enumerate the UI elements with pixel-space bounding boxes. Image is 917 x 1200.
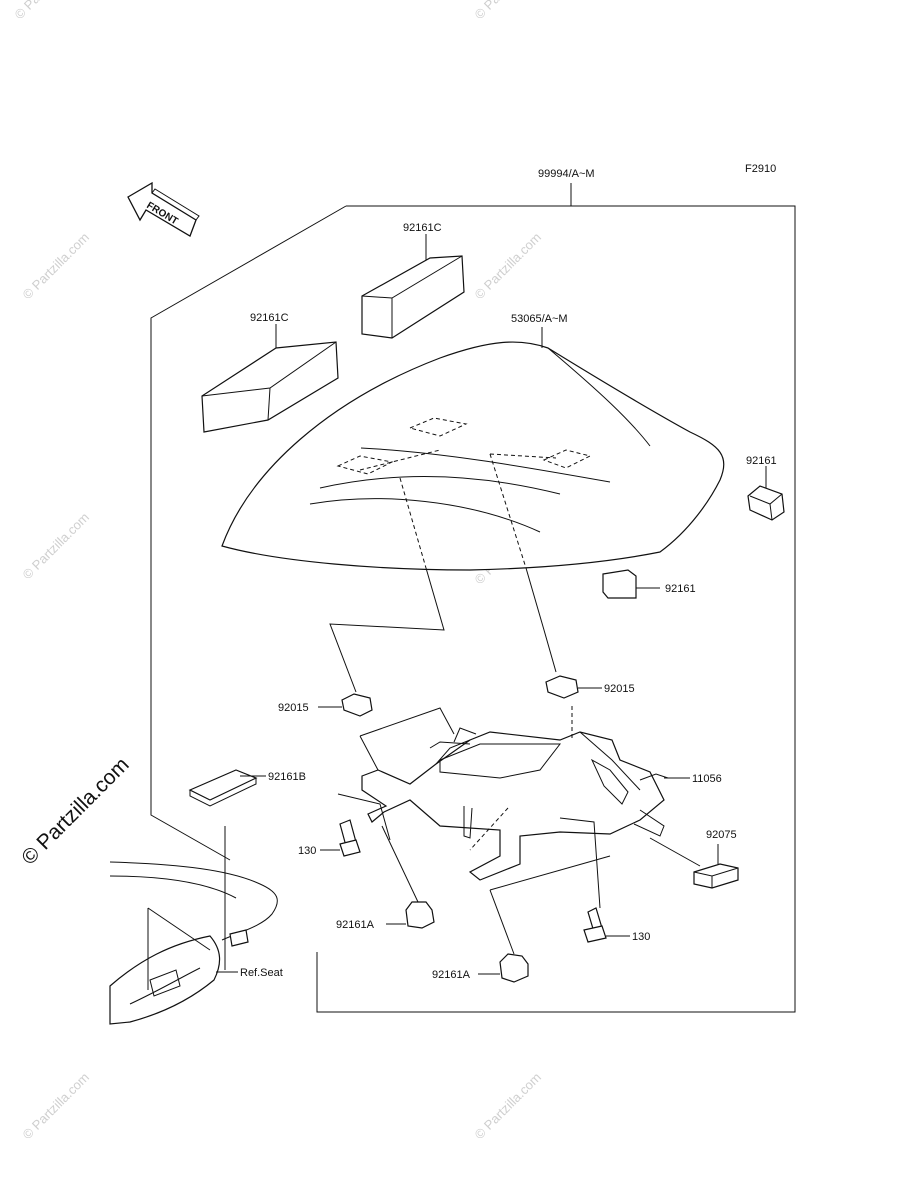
label-assembly: 99994/A~M: [538, 168, 595, 180]
pin-marks: [336, 417, 592, 475]
bolt-right: [559, 817, 630, 943]
label-bracket: 11056: [692, 773, 722, 785]
damper-a-left: [381, 825, 435, 929]
label-pad-small-right-mid: 92161: [665, 583, 696, 595]
label-pad-small-right-top: 92161: [746, 455, 777, 467]
pad-top: [361, 234, 465, 339]
seat-cover: [221, 327, 725, 571]
pad-small-right-top: [747, 466, 785, 521]
watermark-text: © Partzilla.com: [472, 0, 545, 22]
watermark-text: © Partzilla.com: [20, 230, 93, 303]
watermark-text: © Partzilla.com: [20, 510, 93, 583]
label-stopper: 92075: [706, 829, 737, 841]
label-damper-a-left: 92161A: [336, 919, 375, 931]
label-pad-left: 92161C: [250, 312, 289, 324]
watermark-text: © Partzilla.com: [472, 1070, 545, 1143]
front-arrow-icon: FRONT: [127, 181, 200, 237]
bracket: [361, 727, 690, 881]
stopper: [649, 837, 739, 889]
label-ref-seat: Ref.Seat: [240, 967, 283, 979]
label-pad-top: 92161C: [403, 222, 442, 234]
watermark-large: © Partzilla.com: [17, 753, 133, 869]
pad-b: [188, 769, 266, 970]
assembly-outline: [150, 183, 796, 1013]
watermark-text: © Partzilla.com: [12, 0, 85, 22]
pad-small-right-mid: [602, 569, 660, 599]
damper-a-bottom: [478, 855, 611, 983]
figure-code: F2910: [745, 163, 776, 175]
bolt-left: [320, 793, 391, 857]
watermark-text: © Partzilla.com: [20, 1070, 93, 1143]
label-clip-right: 92015: [604, 683, 635, 695]
label-clip-left: 92015: [278, 702, 309, 714]
watermark-text: © Partzilla.com: [472, 230, 545, 303]
label-bolt-right: 130: [632, 931, 650, 943]
clip-right: [545, 675, 602, 699]
label-bolt-left: 130: [298, 845, 316, 857]
pad-left: [201, 324, 339, 433]
ref-seat: [109, 861, 278, 1025]
clip-left: [318, 693, 373, 717]
label-seat-cover: 53065/A~M: [511, 313, 568, 325]
label-pad-b: 92161B: [268, 771, 306, 783]
label-damper-a-bottom: 92161A: [432, 969, 471, 981]
